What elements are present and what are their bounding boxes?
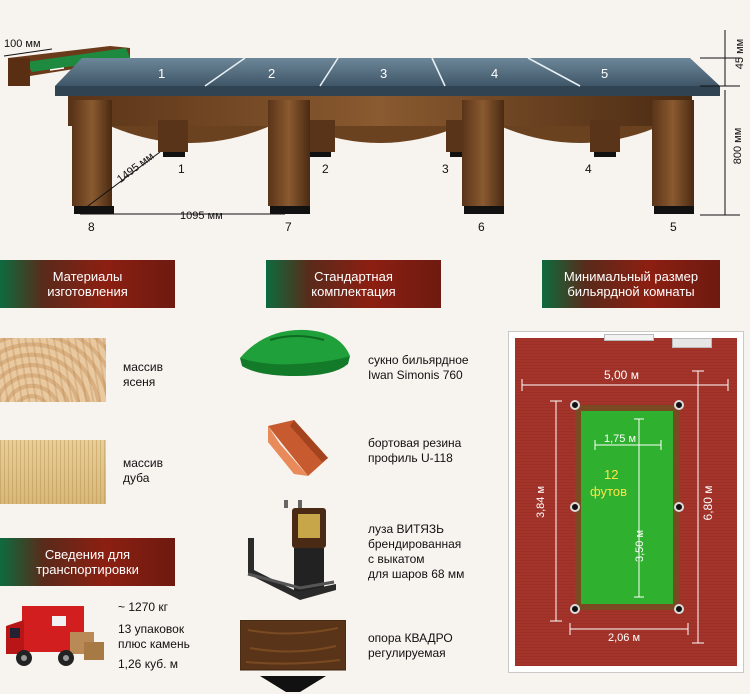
- room-width-label: 5,00 м: [604, 368, 639, 382]
- cloth-icon: [240, 329, 350, 376]
- slate-top: [55, 57, 720, 96]
- rail-width-label: 100 мм: [4, 38, 41, 50]
- equipment-header: Стандартная комплектация: [266, 260, 441, 308]
- leg-number: 1: [178, 162, 185, 176]
- room-dimensions: [521, 370, 729, 644]
- room-carpet: [515, 338, 737, 666]
- transport-packages: 13 упаковок плюс камень: [118, 622, 190, 651]
- slate-number: 3: [380, 66, 388, 81]
- height-top-label: 45 мм: [734, 38, 746, 70]
- clear-length-label: 3,84 м: [535, 485, 547, 519]
- material-ash-text: массив ясеня: [123, 360, 164, 389]
- equipment-rubber-text: бортовая резина профиль U-118: [368, 436, 462, 465]
- pocket-icon: [674, 604, 684, 614]
- pocket-icon: [570, 400, 580, 410]
- slate-number: 5: [601, 66, 609, 81]
- leg-number: 8: [88, 220, 95, 234]
- rubber-profile-icon: [268, 420, 328, 476]
- felt-dimensions: [594, 418, 662, 598]
- leg-number: 7: [285, 220, 292, 234]
- materials-header: Материалы изготовления: [0, 260, 175, 308]
- oak-wood-swatch: [0, 440, 106, 504]
- ash-wood-swatch: [0, 338, 106, 402]
- pocket-icon: [247, 500, 336, 600]
- leg-number: 2: [322, 162, 329, 176]
- material-oak-text: массив дуба: [123, 456, 164, 485]
- table-illustration: [3, 30, 740, 216]
- room-length-label: 6,80 м: [701, 485, 715, 521]
- height-total-label: 800 мм: [732, 127, 744, 165]
- leg-number: 4: [585, 162, 592, 176]
- transport-header: Сведения для транспортировки: [0, 538, 175, 586]
- front-legs: [72, 100, 694, 214]
- leg-number: 5: [670, 220, 677, 234]
- table-frame: [68, 96, 692, 143]
- leg-number: 3: [442, 162, 449, 176]
- equipment-pocket-text: луза ВИТЯЗЬ брендированная с выкатом для…: [368, 522, 465, 581]
- transport-volume: 1,26 куб. м: [118, 657, 178, 671]
- slate-number: 2: [268, 66, 276, 81]
- leg-support-icon: [240, 620, 346, 692]
- width-long-label: 1095 мм: [180, 210, 223, 222]
- slate-number: 4: [491, 66, 499, 81]
- pocket-icon: [674, 400, 684, 410]
- table-size-unit: футов: [590, 484, 627, 499]
- room-window: [604, 334, 654, 341]
- room-header: Минимальный размер бильярдной комнаты: [542, 260, 720, 308]
- dimension-lines: [79, 30, 740, 216]
- leg-number: 6: [478, 220, 485, 234]
- pocket-icon: [570, 604, 580, 614]
- table-length-label: 3,50 м: [634, 529, 646, 563]
- clear-width-label: 2,06 м: [608, 632, 641, 644]
- transport-weight: ~ 1270 кг: [118, 600, 168, 614]
- table-size-ft: 12: [604, 467, 619, 482]
- equipment-leg-text: опора КВАДРО регулируемая: [368, 631, 453, 660]
- table-width-label: 1,75 м: [604, 433, 637, 445]
- pocket-icon: [674, 502, 684, 512]
- slate-number: 1: [158, 66, 166, 81]
- truck-icon: [6, 606, 104, 666]
- pocket-icon: [570, 502, 580, 512]
- equipment-cloth-text: сукно бильярдное Iwan Simonis 760: [368, 353, 469, 382]
- room-door: [672, 338, 712, 348]
